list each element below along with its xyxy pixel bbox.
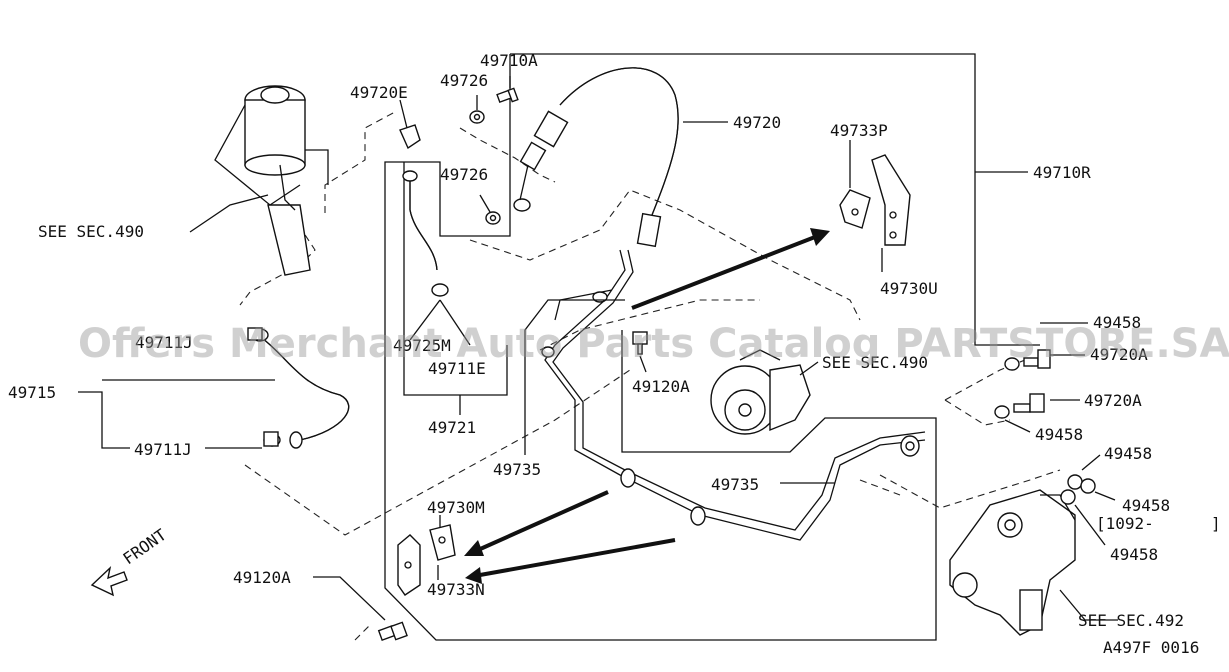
label-49735-right: 49735 <box>711 475 759 494</box>
label-49120A-bottom: 49120A <box>233 568 291 587</box>
washer-49726-mid <box>485 211 501 225</box>
label-49710A: 49710A <box>480 51 538 70</box>
hose-group-49721-box <box>403 162 508 415</box>
leader-49726-mid <box>479 194 491 213</box>
steering-gear-box <box>949 489 1076 636</box>
label-49711E: 49711E <box>428 359 486 378</box>
label-bracket-close: ] <box>1211 514 1221 533</box>
washer-49726-top <box>469 110 485 124</box>
label-49730U: 49730U <box>880 279 938 298</box>
leader-49120A-mid <box>639 355 647 373</box>
label-49711J-bottom: 49711J <box>134 440 192 459</box>
leader-see-sec-490-right <box>799 361 819 376</box>
label-49733P: 49733P <box>830 121 888 140</box>
steering-tube-49735 <box>541 249 926 541</box>
leader-49720E <box>399 99 408 129</box>
pressure-hose-49720 <box>513 67 679 248</box>
label-see-sec-492: SEE SEC.492 <box>1078 611 1184 630</box>
bracket-49733N <box>397 534 421 596</box>
front-direction-indicator: FRONT <box>90 525 170 597</box>
label-49715: 49715 <box>8 383 56 402</box>
leaders-49715 <box>78 379 275 449</box>
leader-see-sec-492 <box>1059 589 1118 621</box>
label-49120A-mid: 49120A <box>632 377 690 396</box>
assembly-outline-49710R <box>384 53 1040 641</box>
bolt-49710A <box>496 87 519 104</box>
label-49720A-2: 49720A <box>1084 391 1142 410</box>
eye-bolts-49720A <box>994 349 1096 505</box>
label-49733N: 49733N <box>427 580 485 599</box>
label-49711J-top: 49711J <box>135 333 193 352</box>
leader-49120A-bottom <box>313 576 386 621</box>
watermark: Offers Merchant Auto Parts Catalog PARTS… <box>78 321 1229 367</box>
label-49721: 49721 <box>428 418 476 437</box>
leader-49735-left <box>524 299 625 455</box>
bracket-49730M <box>429 524 456 561</box>
bolt-49120A-mid <box>632 331 648 355</box>
label-49735-left: 49735 <box>493 460 541 479</box>
bolt-49120A-bottom <box>377 621 408 641</box>
clip-49720E <box>399 124 421 150</box>
label-49720E: 49720E <box>350 83 408 102</box>
leader-see-sec-490-left <box>189 194 269 233</box>
label-49726-mid: 49726 <box>440 165 488 184</box>
label-49710R: 49710R <box>1033 163 1091 182</box>
reservoir-tank <box>214 85 329 276</box>
label-49458-2: 49458 <box>1035 425 1083 444</box>
label-see-sec-490-left: SEE SEC.490 <box>38 222 144 241</box>
label-49726-top: 49726 <box>440 71 488 90</box>
clamp-49711J-bottom <box>263 431 303 449</box>
dashed-guide-lines <box>239 111 1061 641</box>
label-bracket-code: [1092- <box>1096 514 1154 533</box>
return-hose-49711E <box>402 170 471 346</box>
label-see-sec-490-right: SEE SEC.490 <box>822 353 928 372</box>
label-49730M: 49730M <box>427 498 485 517</box>
label-49725M: 49725M <box>393 336 451 355</box>
bracket-49733P <box>839 189 871 229</box>
label-49720: 49720 <box>733 113 781 132</box>
leaders-right-side <box>1004 322 1116 546</box>
part-labels: 49710A 49726 49720E 49720 49733P 49710R … <box>8 51 1221 657</box>
direction-arrows <box>464 228 830 584</box>
power-steering-pump <box>710 349 811 435</box>
bracket-49730U <box>871 154 911 246</box>
label-49458-4: 49458 <box>1122 496 1170 515</box>
front-label: FRONT <box>119 525 170 568</box>
clamp-49711J-top <box>247 327 263 341</box>
label-49458-top: 49458 <box>1093 313 1141 332</box>
label-49720A-1: 49720A <box>1090 345 1148 364</box>
label-49458-5: 49458 <box>1110 545 1158 564</box>
label-49458-3: 49458 <box>1104 444 1152 463</box>
figure-code: A497F 0016 <box>1103 638 1199 657</box>
